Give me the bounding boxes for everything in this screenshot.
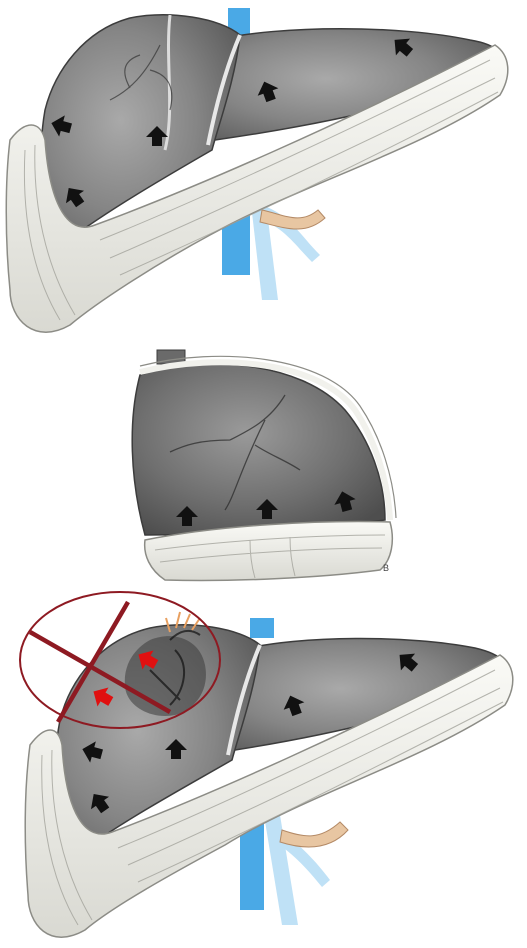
panel-a-liver bbox=[6, 8, 508, 332]
panel-c-liver bbox=[20, 592, 513, 937]
panel-b-label: B bbox=[383, 563, 389, 573]
panel-b-liver bbox=[132, 350, 396, 581]
